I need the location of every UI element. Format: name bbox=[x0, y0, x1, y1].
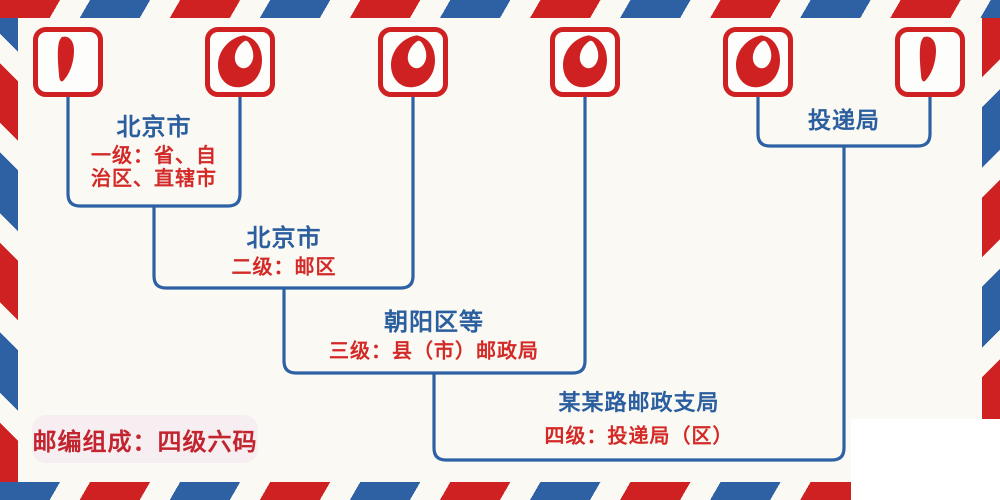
composition-badge: 邮编组成：四级六码 bbox=[32, 415, 258, 463]
postcode-digit-box bbox=[895, 27, 965, 97]
postcode-digit-box bbox=[33, 27, 103, 97]
digit-0-glyph bbox=[736, 35, 780, 88]
delivery-office-label: 投递局 bbox=[808, 107, 880, 134]
level3-desc: 三级：县（市）邮政局 bbox=[329, 338, 539, 363]
postcode-digit-box bbox=[205, 27, 275, 97]
bracket-level4 bbox=[432, 146, 846, 462]
airmail-border-left bbox=[0, 18, 18, 482]
digit-0-glyph bbox=[391, 35, 435, 88]
level1-desc: 一级：省、自 治区、直辖市 bbox=[91, 143, 217, 190]
level3-name: 朝阳区等 bbox=[384, 307, 484, 336]
digit-1-glyph bbox=[919, 36, 936, 82]
airmail-border-bottom bbox=[0, 482, 1000, 500]
postcode-digit-box bbox=[550, 27, 620, 97]
level2-desc: 二级：邮区 bbox=[231, 254, 337, 279]
digit-0-glyph bbox=[563, 35, 607, 88]
blank-area bbox=[851, 419, 1000, 500]
level1-name: 北京市 bbox=[116, 112, 192, 141]
digit-0-glyph bbox=[218, 35, 262, 88]
level2-name: 北京市 bbox=[246, 223, 322, 252]
digit-1-glyph bbox=[57, 36, 74, 82]
airmail-border-top bbox=[0, 0, 1000, 18]
postcode-digit-box bbox=[378, 27, 448, 97]
postcode-digit-box bbox=[723, 27, 793, 97]
level4-name: 某某路邮政支局 bbox=[558, 390, 720, 416]
bracket-delivery bbox=[756, 97, 932, 148]
airmail-border-right bbox=[982, 18, 1000, 482]
level4-desc: 四级：投递局（区） bbox=[544, 423, 734, 448]
composition-badge-label: 邮编组成：四级六码 bbox=[32, 426, 258, 456]
